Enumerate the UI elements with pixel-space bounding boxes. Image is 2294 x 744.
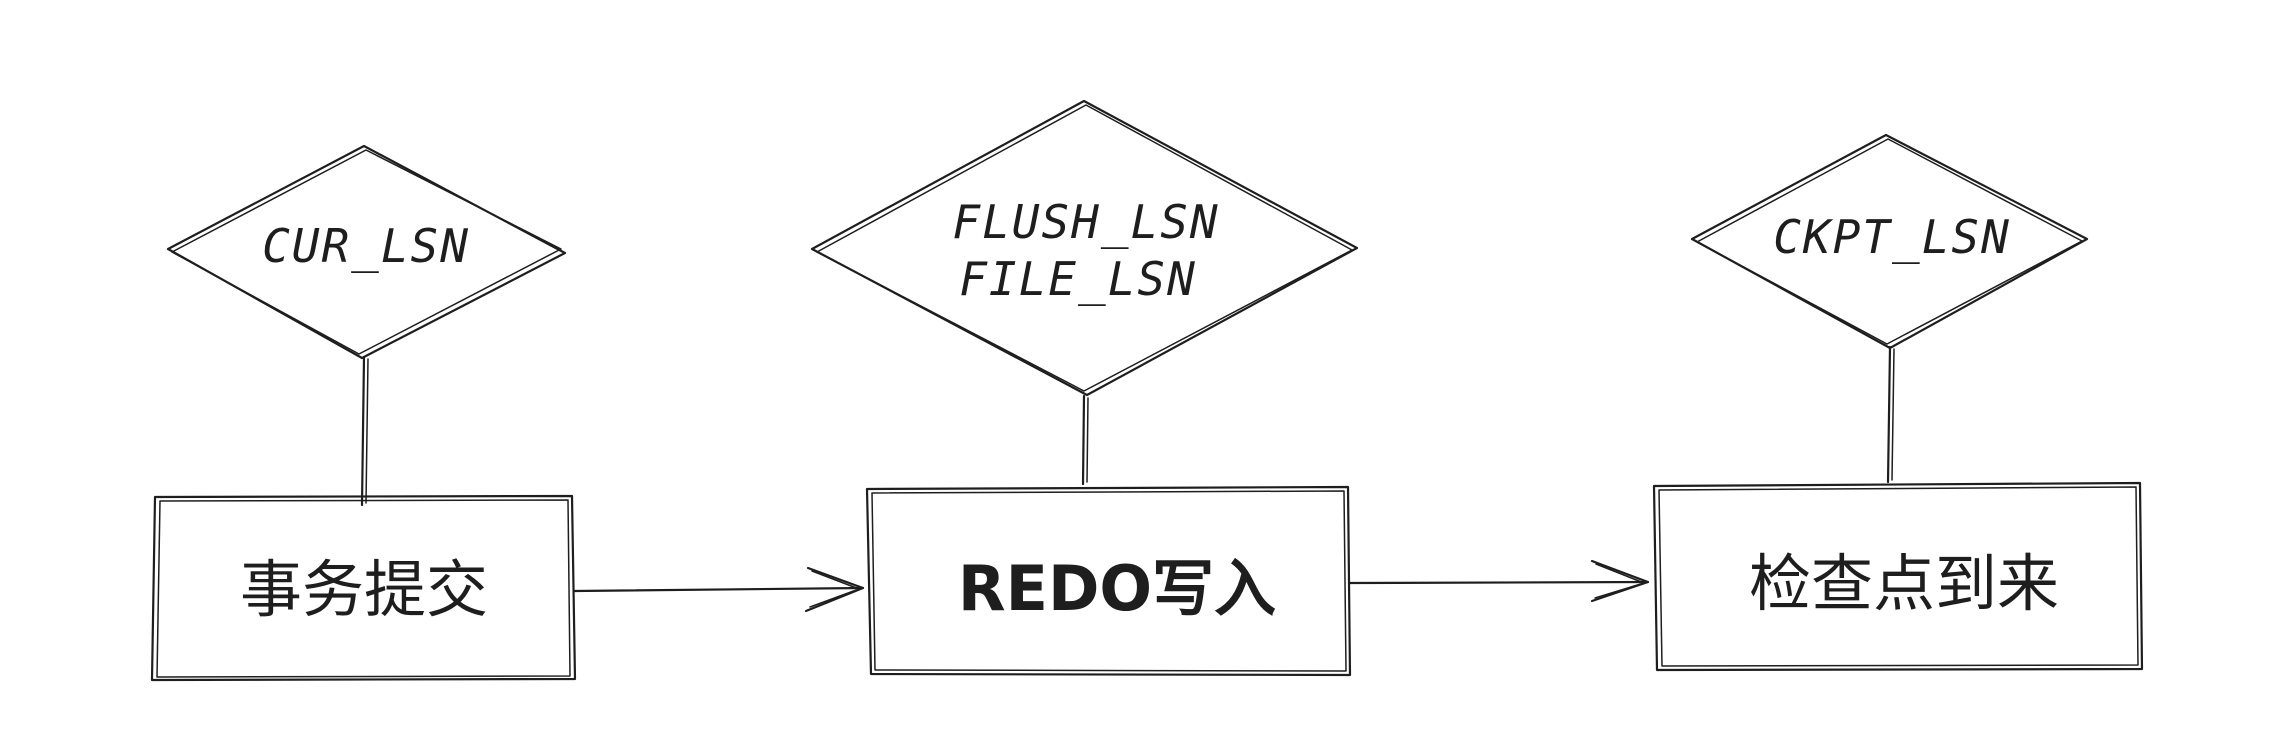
file-lsn-label: FILE_LSN — [959, 252, 1197, 306]
box-transaction-commit: 事务提交 — [150, 494, 577, 682]
arrow-commit-to-redo — [573, 566, 865, 613]
flush-lsn-label: FLUSH_LSN — [952, 195, 1219, 249]
ckpt-lsn-label: CKPT_LSN — [1773, 210, 2011, 264]
cur-lsn-label: CUR_LSN — [262, 219, 470, 273]
diamond-flush-file-lsn: FLUSH_LSN FILE_LSN — [810, 99, 1359, 397]
checkpoint-arrival-label: 检查点到来 — [1749, 547, 2059, 620]
diamond-ckpt-lsn: CKPT_LSN — [1690, 133, 2089, 350]
box-redo-write: REDO写入 — [865, 485, 1352, 677]
connector-flush-lsn — [1081, 394, 1089, 486]
redo-write-label: REDO写入 — [958, 552, 1276, 625]
connector-ckpt-lsn — [1886, 345, 1895, 484]
transaction-commit-label: 事务提交 — [240, 553, 488, 626]
diamond-cur-lsn: CUR_LSN — [166, 144, 567, 360]
arrow-redo-to-checkpoint — [1348, 559, 1650, 603]
connector-cur-lsn — [360, 355, 369, 507]
box-checkpoint-arrival: 检查点到来 — [1652, 481, 2144, 672]
